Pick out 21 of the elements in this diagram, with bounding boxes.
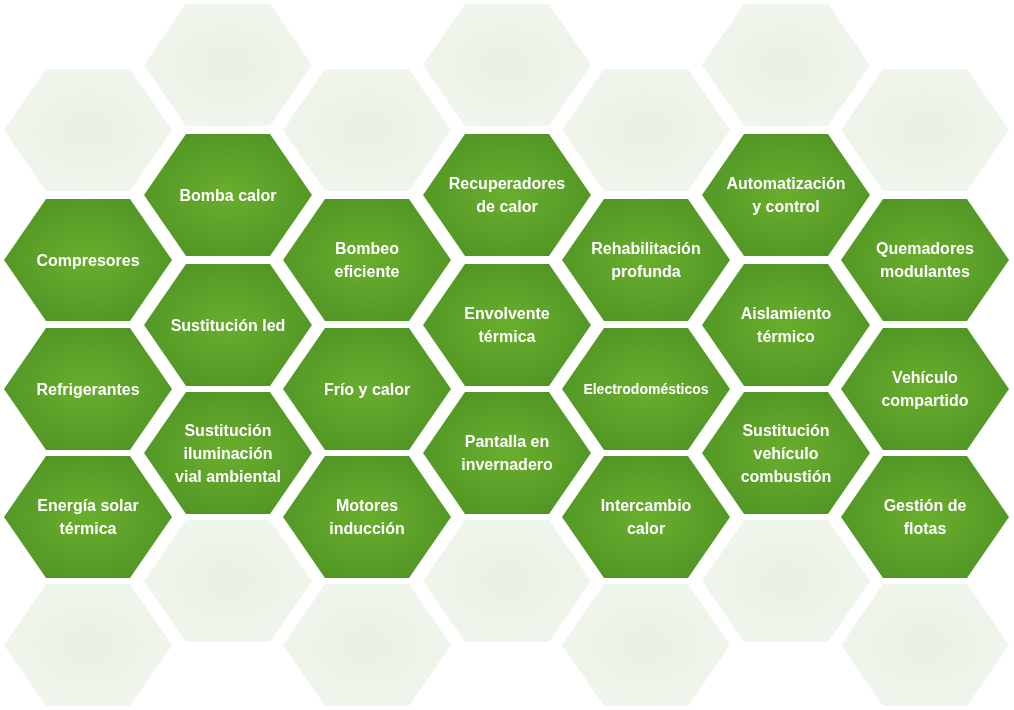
hexagon-label: Compresores bbox=[36, 250, 140, 271]
hexagon-label: Recuperadores de calor bbox=[448, 174, 566, 217]
hexagon-label: Intercambio calor bbox=[599, 496, 693, 539]
hexagon-label: Rehabilitación profunda bbox=[590, 239, 702, 282]
hexagon-label: Sustitución iluminación vial ambiental bbox=[174, 420, 282, 487]
hexagon-label: Bombeo eficiente bbox=[333, 239, 401, 282]
hexagon-label: Frío y calor bbox=[323, 379, 411, 400]
hexagon-label: Automatización y control bbox=[726, 174, 846, 217]
hexagon-label: Sustitución vehículo combustión bbox=[739, 420, 833, 487]
hexagon-label: Bomba calor bbox=[179, 185, 277, 206]
hexagon-label: Pantalla en invernadero bbox=[460, 432, 554, 475]
hexagon-label: Sustitución led bbox=[170, 315, 286, 336]
hexagon-label: Energía solar térmica bbox=[36, 496, 140, 539]
hexagon-label: Electrodomésticos bbox=[583, 379, 709, 399]
hexagon-label: Motores inducción bbox=[328, 496, 406, 539]
hexagon-label: Gestión de flotas bbox=[882, 496, 968, 539]
hexagon-label: Quemadores modulantes bbox=[875, 239, 975, 282]
hexagon-label: Envolvente térmica bbox=[463, 304, 551, 347]
hexagon-label: Vehículo compartido bbox=[880, 368, 970, 411]
hexagon-label: Aislamiento térmico bbox=[739, 304, 833, 347]
hexagon-label: Refrigerantes bbox=[36, 379, 140, 400]
